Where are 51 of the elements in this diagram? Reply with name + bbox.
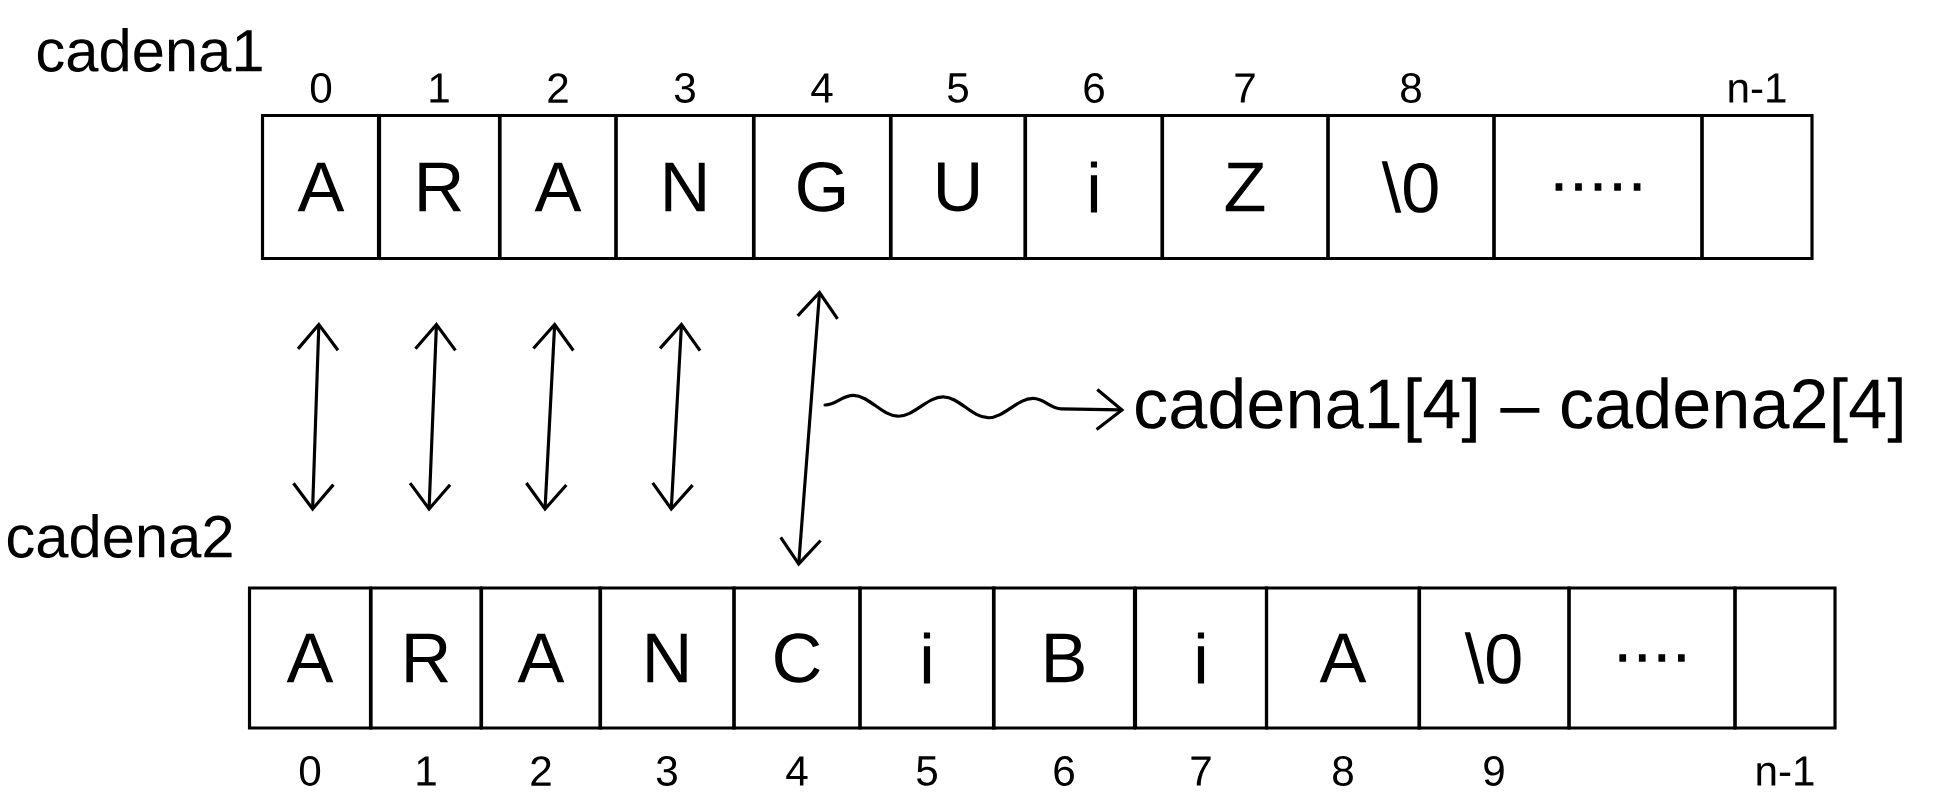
- array-cell: A: [1264, 586, 1422, 730]
- wavy-arrow: [823, 388, 1125, 431]
- array-cell: A: [479, 586, 603, 730]
- index-label: 6: [1084, 73, 1104, 103]
- index-label: 8: [1401, 73, 1421, 103]
- array-cell: i: [1133, 586, 1269, 730]
- array-cell: i: [1023, 113, 1165, 261]
- index-label: 4: [811, 73, 833, 103]
- array-cell: U: [889, 113, 1027, 261]
- array-cell: N: [614, 113, 756, 261]
- double-arrow: [292, 322, 340, 512]
- index-label: 9: [1484, 756, 1504, 786]
- index-label: n-1: [1729, 73, 1786, 103]
- array-cell: R: [376, 113, 502, 261]
- index-label: 3: [674, 73, 695, 103]
- array-cell: \0: [1417, 586, 1571, 730]
- array-cell: .....: [1492, 113, 1704, 261]
- index-label: 8: [1333, 756, 1353, 786]
- index-label: 0: [310, 73, 332, 103]
- index-label: 5: [948, 73, 968, 103]
- index-label: 1: [417, 756, 436, 786]
- index-label: 7: [1235, 73, 1255, 103]
- array-cell: R: [369, 586, 483, 730]
- array-cell: G: [751, 113, 893, 261]
- array-name: cadena1: [37, 28, 262, 72]
- index-label: 0: [299, 756, 321, 786]
- array-cell: N: [598, 586, 736, 730]
- expression-text: cadena1[4] – cadena2[4]: [1136, 377, 1902, 443]
- index-label: 6: [1054, 756, 1074, 786]
- array-cell: A: [498, 113, 618, 261]
- array-cell: ....: [1567, 586, 1737, 730]
- index-label: 2: [531, 756, 551, 786]
- array-cell: A: [260, 113, 382, 261]
- index-label: 4: [786, 756, 808, 786]
- array-cell: i: [858, 586, 996, 730]
- index-label: n-1: [1757, 756, 1814, 786]
- index-label: 1: [430, 73, 449, 103]
- index-label: 2: [548, 73, 568, 103]
- double-arrow: [779, 289, 839, 567]
- double-arrow: [408, 322, 457, 512]
- array-cell: B: [991, 586, 1137, 730]
- array-cell: Z: [1160, 113, 1330, 261]
- array-cell: C: [732, 586, 862, 730]
- array-name: cadena2: [7, 514, 232, 558]
- double-arrow: [651, 321, 702, 512]
- double-arrow: [525, 322, 575, 512]
- array-cell: \0: [1326, 113, 1496, 261]
- index-label: 5: [917, 756, 937, 786]
- index-label: 7: [1191, 756, 1211, 786]
- array-cell: A: [247, 586, 373, 730]
- index-label: 3: [656, 756, 677, 786]
